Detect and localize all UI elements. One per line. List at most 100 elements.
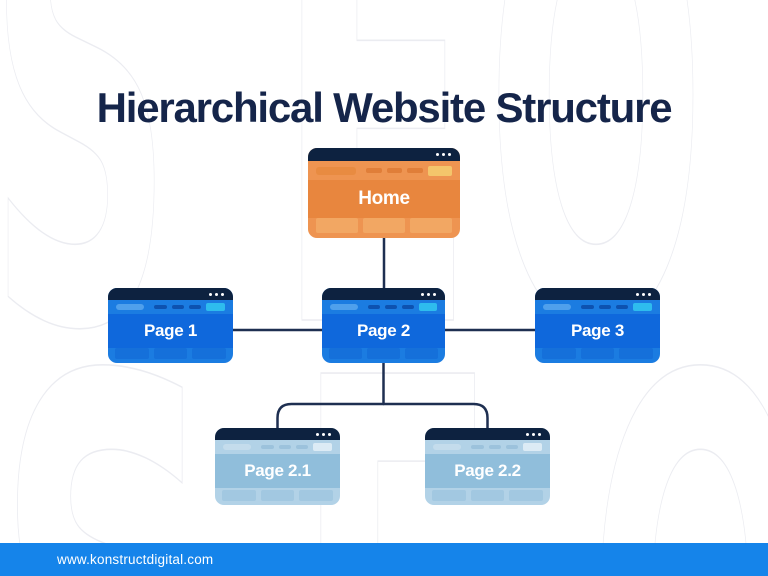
- logo-placeholder: [433, 444, 462, 450]
- content-block-placeholder: [316, 218, 358, 233]
- menu-item-placeholder: [188, 305, 202, 309]
- node-page-2: Page 2: [322, 288, 445, 363]
- content-block-placeholder: [470, 490, 505, 501]
- window-dot-icon: [442, 153, 445, 156]
- logo-placeholder: [223, 444, 252, 450]
- footer-bar: www.konstructdigital.com: [0, 543, 768, 576]
- window-dot-icon: [421, 292, 424, 296]
- window-dot-icon: [215, 292, 218, 296]
- browser-toolbar: [535, 300, 660, 314]
- watermark-letter-s: S: [0, 0, 173, 467]
- node-label-band: Page 2: [322, 314, 445, 348]
- menu-item-placeholder: [581, 305, 594, 309]
- content-block-placeholder: [509, 490, 544, 501]
- node-page-3: Page 3: [535, 288, 660, 363]
- logo-placeholder: [316, 166, 356, 175]
- content-block-placeholder: [115, 348, 149, 359]
- node-label-band: Page 3: [535, 314, 660, 348]
- browser-titlebar: [322, 288, 445, 300]
- node-label: Page 3: [570, 321, 624, 340]
- cta-button-placeholder: [428, 165, 452, 176]
- page-title: Hierarchical Website Structure: [96, 84, 673, 132]
- edge-page2-children-bracket: [276, 402, 489, 430]
- menu-item-placeholder: [401, 305, 414, 309]
- watermark-letter-o: O: [486, 0, 706, 467]
- content-block-placeholder: [222, 490, 256, 501]
- browser-toolbar: [215, 440, 340, 454]
- menu-item-placeholder: [598, 305, 611, 309]
- content-block-placeholder: [432, 490, 466, 501]
- browser-titlebar: [108, 288, 233, 300]
- content-block-placeholder: [363, 218, 405, 233]
- browser-content-blocks: [308, 218, 460, 238]
- browser-toolbar: [425, 440, 550, 454]
- node-label-band: Page 2.2: [425, 454, 550, 488]
- footer-url: www.konstructdigital.com: [57, 552, 214, 567]
- cta-button-placeholder: [418, 303, 438, 311]
- window-dot-icon: [636, 292, 639, 296]
- window-dot-icon: [642, 292, 645, 296]
- window-dot-icon: [648, 292, 651, 296]
- node-label-band: Home: [308, 180, 460, 218]
- window-dot-icon: [322, 432, 325, 436]
- logo-placeholder: [330, 304, 358, 310]
- content-block-placeholder: [192, 348, 227, 359]
- browser-toolbar: [308, 161, 460, 180]
- node-label: Page 2.2: [454, 461, 521, 480]
- content-block-placeholder: [580, 348, 615, 359]
- node-label-band: Page 1: [108, 314, 233, 348]
- cta-button-placeholder: [523, 443, 542, 451]
- window-dot-icon: [316, 432, 319, 436]
- window-dot-icon: [538, 432, 541, 436]
- window-dot-icon: [209, 292, 212, 296]
- menu-item-placeholder: [367, 305, 380, 309]
- browser-toolbar: [108, 300, 233, 314]
- node-label-band: Page 2.1: [215, 454, 340, 488]
- browser-content-blocks: [215, 488, 340, 505]
- menu-item-placeholder: [154, 305, 167, 309]
- node-label: Page 2.1: [244, 461, 311, 480]
- content-block-placeholder: [299, 490, 334, 501]
- browser-content-blocks: [535, 348, 660, 363]
- cta-button-placeholder: [313, 443, 332, 451]
- logo-placeholder: [543, 304, 572, 310]
- menu-item-placeholder: [471, 445, 484, 449]
- window-dot-icon: [526, 432, 529, 436]
- menu-item-placeholder: [261, 445, 274, 449]
- menu-item-placeholder: [365, 168, 382, 173]
- window-dot-icon: [532, 432, 535, 436]
- menu-item-placeholder: [407, 168, 424, 173]
- content-block-placeholder: [405, 348, 438, 359]
- content-block-placeholder: [410, 218, 452, 233]
- menu-item-placeholder: [295, 445, 309, 449]
- cta-button-placeholder: [633, 303, 652, 311]
- browser-toolbar: [322, 300, 445, 314]
- menu-item-placeholder: [386, 168, 403, 173]
- menu-item-placeholder: [171, 305, 184, 309]
- menu-item-placeholder: [615, 305, 629, 309]
- window-dot-icon: [221, 292, 224, 296]
- node-page-2-1: Page 2.1: [215, 428, 340, 505]
- browser-titlebar: [535, 288, 660, 300]
- window-dot-icon: [427, 292, 430, 296]
- window-dot-icon: [436, 153, 439, 156]
- browser-content-blocks: [322, 348, 445, 363]
- browser-content-blocks: [425, 488, 550, 505]
- content-block-placeholder: [619, 348, 654, 359]
- node-label: Page 1: [143, 321, 197, 340]
- menu-item-placeholder: [384, 305, 397, 309]
- content-block-placeholder: [153, 348, 188, 359]
- content-block-placeholder: [367, 348, 400, 359]
- content-block-placeholder: [260, 490, 295, 501]
- window-dot-icon: [328, 432, 331, 436]
- menu-item-placeholder: [505, 445, 519, 449]
- window-dot-icon: [433, 292, 436, 296]
- node-page-1: Page 1: [108, 288, 233, 363]
- content-block-placeholder: [329, 348, 362, 359]
- logo-placeholder: [116, 304, 145, 310]
- browser-titlebar: [215, 428, 340, 440]
- content-block-placeholder: [542, 348, 576, 359]
- menu-item-placeholder: [278, 445, 291, 449]
- node-label: Home: [358, 188, 410, 209]
- cta-button-placeholder: [206, 303, 225, 311]
